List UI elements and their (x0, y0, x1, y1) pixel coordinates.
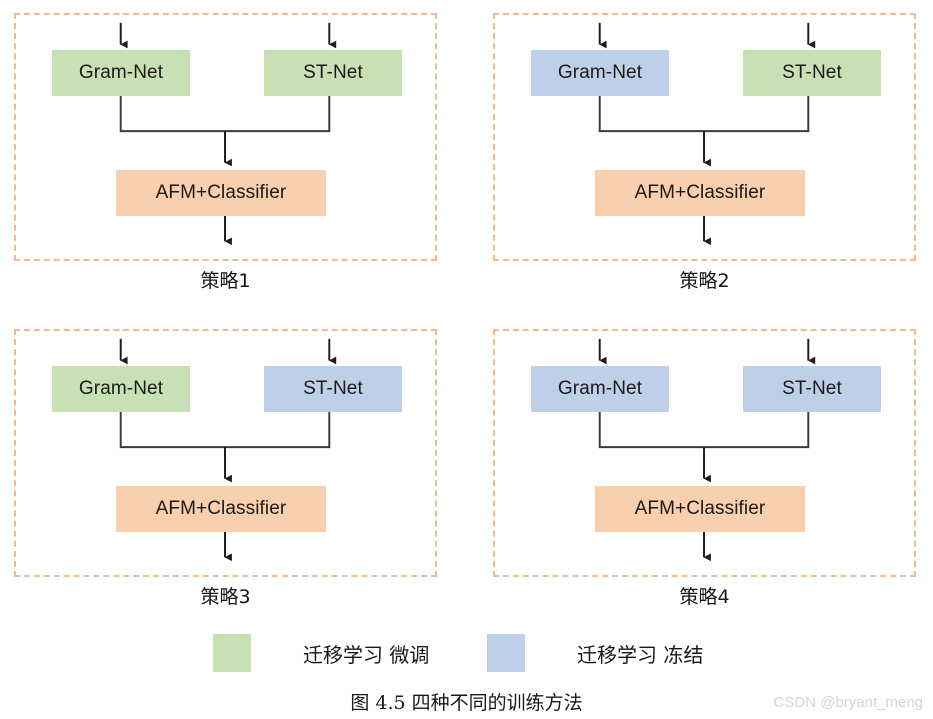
legend: 迁移学习 微调 迁移学习 冻结 (0, 632, 933, 674)
legend-label-finetune: 迁移学习 微调 (303, 642, 430, 667)
node-gram-net[interactable]: Gram-Net (52, 50, 190, 96)
node-gram-net[interactable]: Gram-Net (52, 366, 190, 412)
legend-item-frozen: 迁移学习 冻结 (487, 632, 703, 674)
node-gram-net[interactable]: Gram-Net (531, 366, 669, 412)
node-gram-net[interactable]: Gram-Net (531, 50, 669, 96)
watermark: CSDN @bryant_meng (773, 694, 923, 711)
strategy-panel-3: Gram-Net ST-Net AFM+Classifier (14, 329, 437, 577)
strategy-label-4: 策略4 (679, 586, 730, 608)
node-st-net[interactable]: ST-Net (743, 50, 881, 96)
node-afm-classifier[interactable]: AFM+Classifier (595, 170, 805, 216)
strategy-panel-4: Gram-Net ST-Net AFM+Classifier (493, 329, 916, 577)
strategy-panel-1: Gram-Net ST-Net AFM+Classifier (14, 13, 437, 261)
strategy-label-3: 策略3 (200, 586, 251, 608)
node-afm-classifier[interactable]: AFM+Classifier (116, 486, 326, 532)
node-afm-classifier[interactable]: AFM+Classifier (595, 486, 805, 532)
strategy-panel-2: Gram-Net ST-Net AFM+Classifier (493, 13, 916, 261)
node-afm-classifier[interactable]: AFM+Classifier (116, 170, 326, 216)
node-st-net[interactable]: ST-Net (264, 50, 402, 96)
legend-item-finetune: 迁移学习 微调 (213, 632, 429, 674)
legend-swatch-blue (487, 634, 525, 672)
node-st-net[interactable]: ST-Net (264, 366, 402, 412)
figure-caption: 图 4.5 四种不同的训练方法 (350, 692, 583, 714)
strategy-label-2: 策略2 (679, 270, 730, 292)
legend-label-frozen: 迁移学习 冻结 (577, 642, 704, 667)
strategy-label-1: 策略1 (200, 270, 251, 292)
node-st-net[interactable]: ST-Net (743, 366, 881, 412)
legend-swatch-green (213, 634, 251, 672)
